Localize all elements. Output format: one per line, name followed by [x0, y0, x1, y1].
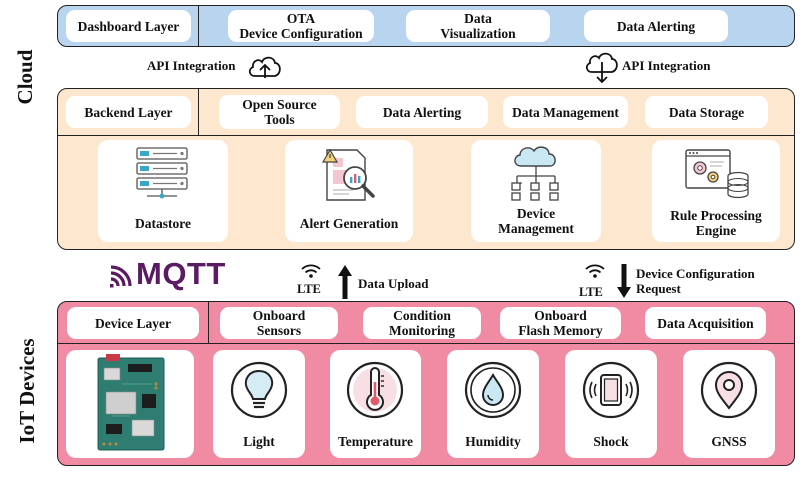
- alert-generation-card: Alert Generation: [285, 140, 413, 242]
- rule-processing-card: Rule Processing Engine: [652, 140, 780, 242]
- lte-right-label: LTE: [579, 285, 603, 299]
- data-upload-label: Data Upload: [358, 276, 429, 291]
- backend-header-divider: [58, 135, 794, 136]
- rule-processing-label: Rule Processing Engine: [670, 208, 762, 238]
- light-bulb-icon: [230, 361, 288, 419]
- alert-report-icon: [321, 148, 375, 201]
- device-board-card: [66, 350, 194, 458]
- config-request-label: Device Configuration Request: [636, 266, 755, 296]
- sensor-temperature-label: Temperature: [338, 434, 413, 449]
- dashboard-divider: [198, 6, 199, 46]
- dashboard-item-ota: OTA Device Configuration: [228, 10, 374, 42]
- water-drop-icon: [464, 361, 522, 419]
- config-request-arrow: [617, 264, 631, 298]
- cloud-section-label: Cloud: [13, 49, 37, 105]
- lte-signal-icon-right: [585, 264, 605, 278]
- cloud-download-icon: [585, 52, 618, 84]
- dashboard-item-alerting: Data Alerting: [584, 10, 728, 42]
- api-integration-right-label: API Integration: [622, 58, 711, 73]
- mqtt-logo-text: MQTT: [136, 256, 226, 291]
- device-divider: [208, 302, 209, 343]
- device-header-divider: [58, 343, 794, 344]
- backend-item-open-source-tools: Open Source Tools: [219, 95, 340, 129]
- lte-signal-icon-left: [301, 264, 321, 278]
- location-pin-icon: [700, 361, 758, 419]
- datastore-label: Datastore: [135, 216, 191, 231]
- server-rack-icon: [136, 147, 188, 199]
- cloud-upload-icon: [248, 56, 281, 78]
- api-integration-left-label: API Integration: [147, 58, 236, 73]
- iot-circuit-board-image: [97, 354, 165, 451]
- device-item-flash-memory: Onboard Flash Memory: [500, 307, 621, 339]
- sensor-card-gnss: GNSS: [683, 350, 775, 458]
- sensor-card-shock: Shock: [565, 350, 657, 458]
- dashboard-item-visualization: Data Visualization: [406, 10, 550, 42]
- sensor-humidity-label: Humidity: [465, 434, 521, 449]
- iot-devices-section-label: IoT Devices: [15, 338, 39, 444]
- sensor-gnss-label: GNSS: [711, 434, 747, 449]
- sensor-card-light: Light: [213, 350, 305, 458]
- sensor-card-humidity: Humidity: [447, 350, 539, 458]
- backend-item-data-storage: Data Storage: [645, 96, 768, 128]
- data-upload-arrow: [338, 265, 352, 299]
- device-management-card: Device Management: [471, 140, 601, 242]
- mqtt-logo-icon: [110, 265, 132, 288]
- device-item-onboard-sensors: Onboard Sensors: [220, 307, 338, 339]
- device-management-label: Device Management: [498, 206, 574, 236]
- backend-item-data-alerting: Data Alerting: [356, 96, 488, 128]
- sensor-shock-label: Shock: [593, 434, 629, 449]
- device-layer-label: Device Layer: [67, 307, 199, 339]
- cloud-network-icon: [511, 146, 559, 201]
- thermometer-icon: [346, 361, 404, 419]
- device-item-data-acquisition: Data Acquisition: [645, 307, 766, 339]
- datastore-card: Datastore: [98, 140, 228, 242]
- rule-engine-icon: [685, 149, 749, 199]
- sensor-card-temperature: Temperature: [330, 350, 421, 458]
- lte-left-label: LTE: [297, 282, 321, 296]
- alert-generation-label: Alert Generation: [299, 216, 399, 231]
- vibration-phone-icon: [582, 361, 640, 419]
- dashboard-layer-label: Dashboard Layer: [66, 10, 191, 42]
- backend-layer-label: Backend Layer: [66, 96, 191, 128]
- sensor-light-label: Light: [243, 434, 275, 449]
- device-item-condition-monitoring: Condition Monitoring: [363, 307, 481, 339]
- backend-item-data-management: Data Management: [503, 96, 628, 128]
- backend-divider: [198, 89, 199, 135]
